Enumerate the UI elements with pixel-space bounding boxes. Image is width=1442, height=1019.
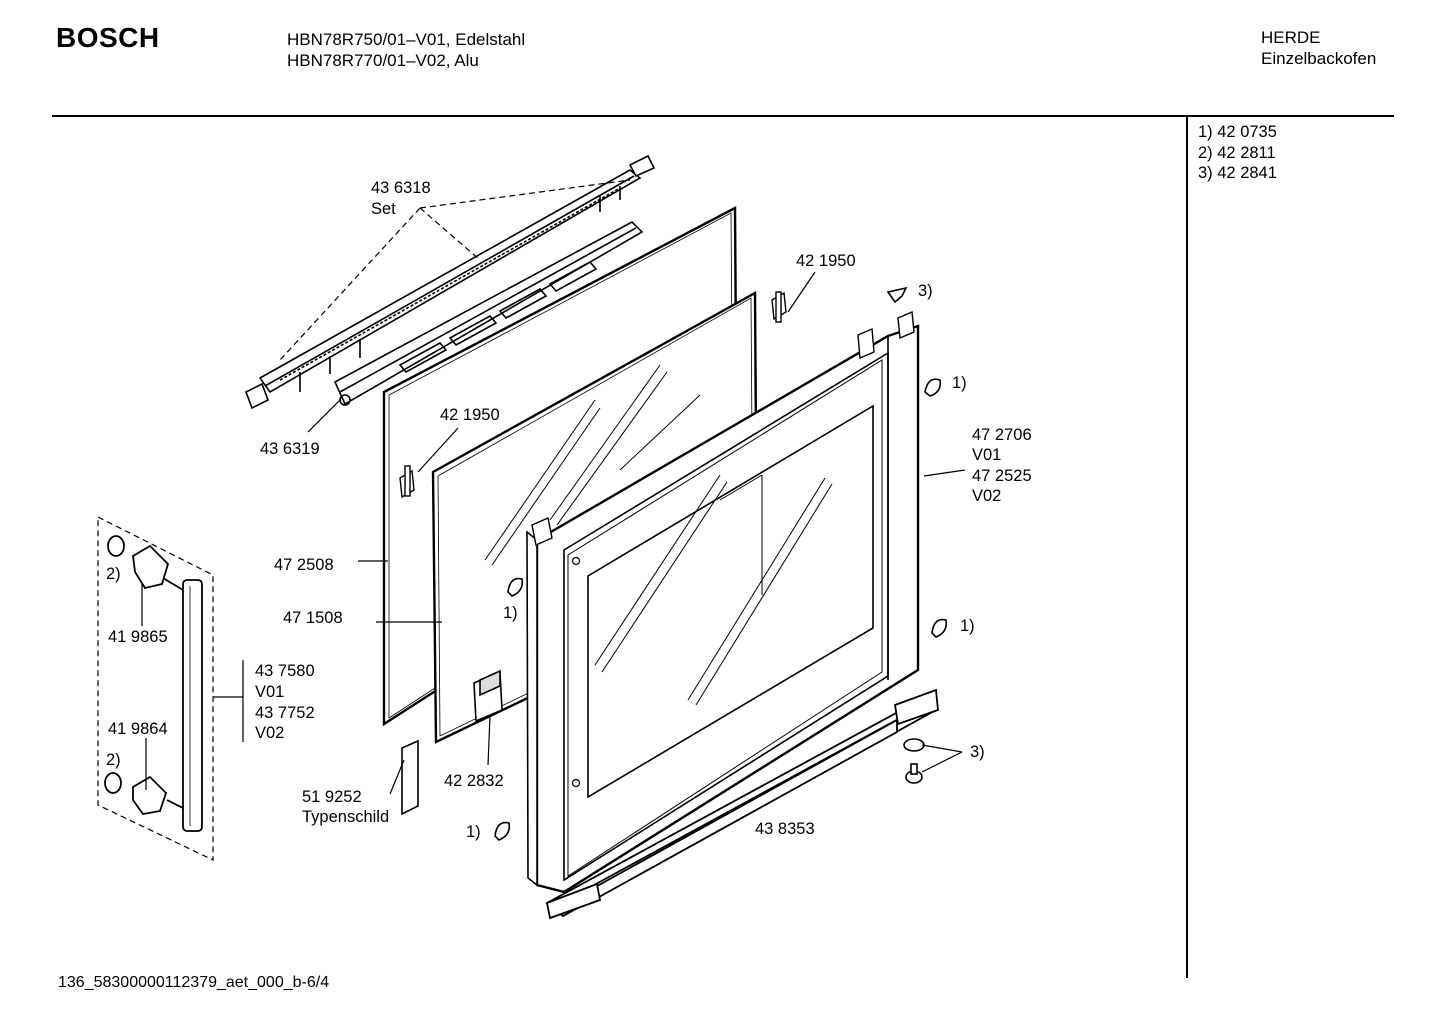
label-v01-door: V01: [972, 446, 1001, 464]
label-472525: 47 2525: [972, 467, 1032, 485]
label-421950-top: 42 1950: [796, 252, 856, 270]
part-labels: 43 6318 Set 42 1950 3) 1) 42 1950 43 631…: [106, 179, 1032, 841]
label-471508: 47 1508: [283, 609, 343, 627]
footnote-list: 1) 42 0735 2) 42 2811 3) 42 2841: [1198, 123, 1277, 182]
hinge-rail-assembly: [244, 154, 656, 410]
label-437752: 43 7752: [255, 704, 315, 722]
label-436318: 43 6318: [371, 179, 431, 197]
model-line-2: HBN78R770/01–V02, Alu: [287, 51, 479, 70]
leader-lines: [141, 179, 966, 795]
ref-1-right: 1): [960, 617, 975, 635]
model-line-1: HBN78R750/01–V01, Edelstahl: [287, 30, 526, 49]
label-v02-door: V02: [972, 487, 1001, 505]
handle-group-outline: [97, 516, 214, 861]
label-419865: 41 9865: [108, 628, 168, 646]
label-v02-handle: V02: [255, 724, 284, 742]
ref-2-lower: 2): [106, 751, 121, 769]
label-437580: 43 7580: [255, 662, 315, 680]
note-2: 2) 42 2811: [1198, 144, 1276, 162]
glass-clip-right: [771, 291, 787, 323]
category-line-2: Einzelbackofen: [1261, 49, 1377, 68]
brand-logo: BOSCH: [56, 22, 160, 53]
label-472706: 47 2706: [972, 426, 1032, 444]
bottom-rail: [545, 688, 939, 920]
note-1: 1) 42 0735: [1198, 123, 1277, 141]
door-handle: [104, 535, 203, 832]
ref-3-top: 3): [918, 282, 933, 300]
label-set: Set: [371, 200, 396, 218]
type-plate: [401, 739, 419, 816]
outer-door-panel: [526, 310, 920, 894]
label-519252: 51 9252: [302, 788, 362, 806]
label-436319: 43 6319: [260, 440, 320, 458]
document-code: 136_58300000112379_aet_000_b-6/4: [58, 974, 330, 991]
ref-1-mid: 1): [503, 604, 518, 622]
appliance-category: HERDE Einzelbackofen: [1261, 27, 1376, 69]
ref-1-top: 1): [952, 374, 967, 392]
ref-1-bottom: 1): [466, 823, 481, 841]
label-422832: 42 2832: [444, 772, 504, 790]
note-3: 3) 42 2841: [1198, 164, 1277, 182]
label-v01-handle: V01: [255, 683, 284, 701]
category-line-1: HERDE: [1261, 28, 1321, 47]
ref-3-bottom: 3): [970, 743, 985, 761]
label-472508: 47 2508: [274, 556, 334, 574]
model-list: HBN78R750/01–V01, Edelstahl HBN78R770/01…: [287, 29, 525, 71]
label-419864: 41 9864: [108, 720, 168, 738]
label-421950-mid: 42 1950: [440, 406, 500, 424]
glass-clip-left: [399, 465, 415, 499]
ref-2-upper: 2): [106, 565, 121, 583]
label-typenschild: Typenschild: [302, 808, 389, 826]
label-438353: 43 8353: [755, 820, 815, 838]
vent-rail: [333, 221, 644, 406]
hinge-bracket: [473, 669, 503, 723]
